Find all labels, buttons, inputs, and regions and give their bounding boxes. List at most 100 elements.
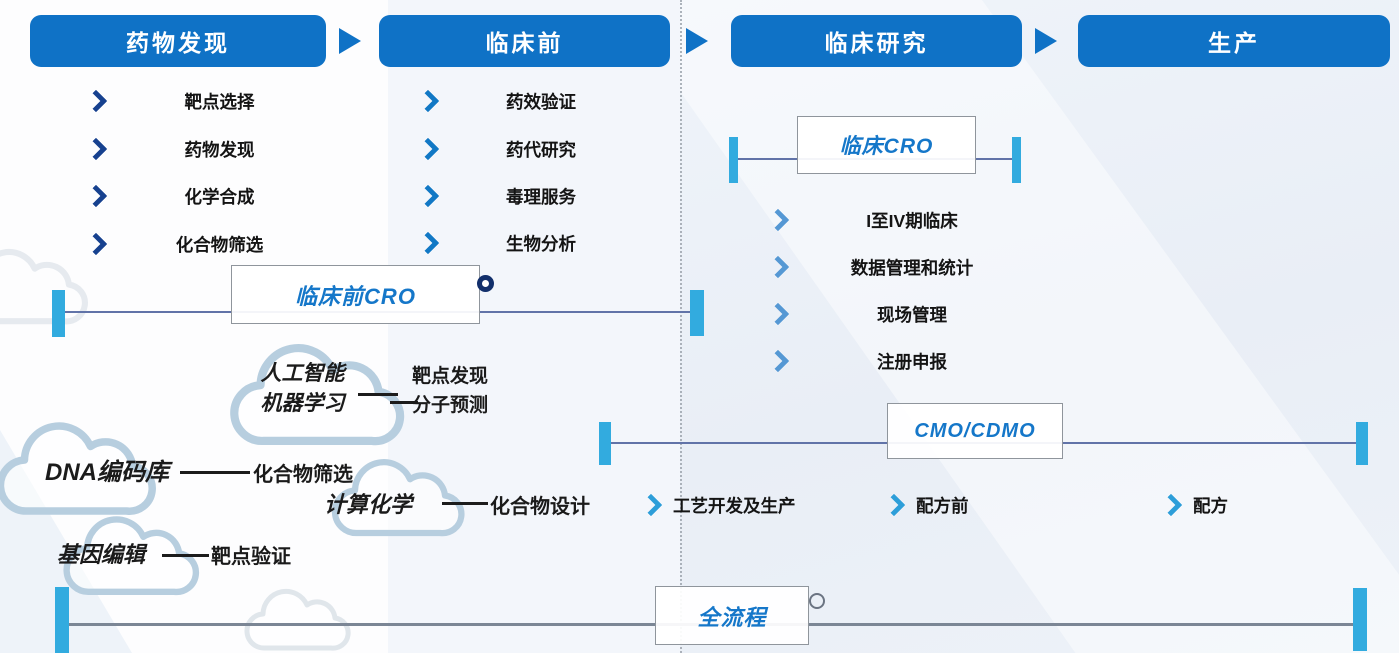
stage-title-discovery: 药物发现	[126, 30, 230, 56]
item-label: 药代研究	[506, 139, 576, 160]
background-preclinical-band	[388, 0, 680, 653]
stage-bar-preclinical: 临床前	[379, 15, 670, 67]
list-item-preclinical-1: 药效验证	[416, 88, 616, 114]
tech-name-geneedit: 基因编辑	[57, 542, 146, 567]
chevron-right-icon	[416, 231, 440, 255]
chevron-right-icon	[84, 137, 108, 161]
list-item-clinical-3: 现场管理	[766, 301, 1018, 327]
tech-link-dash	[180, 471, 250, 474]
chevron-right-icon	[84, 232, 108, 256]
scope-box-preclinical-cro: 临床前CRO	[231, 265, 480, 324]
chevron-right-icon	[766, 302, 790, 326]
tech-application-dna: 化合物筛选	[253, 464, 353, 486]
tech-name-line2: 机器学习	[260, 392, 345, 415]
scope-label-cmo-cdmo: CMO/CDMO	[914, 419, 1036, 442]
scope-cap-left	[599, 422, 611, 465]
tech-name-dna: DNA编码库	[45, 459, 169, 486]
ring-marker-icon	[809, 593, 825, 609]
chevron-right-icon	[1159, 493, 1183, 517]
item-label: 靶点选择	[184, 91, 255, 112]
stage-title-preclinical: 临床前	[485, 30, 564, 56]
cloud-icon-dna	[0, 415, 180, 523]
item-label: 药物发现	[184, 139, 255, 160]
scope-cap-left	[52, 290, 65, 337]
tech-app-line1: 靶点发现	[412, 366, 489, 387]
ring-marker-icon	[477, 275, 494, 292]
tech-application-compchem: 化合物设计	[490, 496, 590, 518]
background-right-panel	[680, 0, 1399, 653]
scope-label-preclinical-cro: 临床前CRO	[295, 283, 416, 309]
cloud-icon-decorative-left	[0, 243, 95, 331]
stage-title-production: 生产	[1208, 30, 1260, 56]
list-item-production-2: 配方前	[882, 492, 969, 518]
chevron-right-icon	[766, 349, 790, 373]
cloud-icon-decorative-bottom	[225, 584, 365, 653]
tech-name-line1: 人工智能	[260, 362, 345, 385]
tech-application-ai: 靶点发现 分子预测	[412, 362, 488, 420]
cloud-icon-geneedit	[38, 510, 218, 602]
tech-application-geneedit: 靶点验证	[211, 546, 291, 568]
scope-cap-right	[1356, 422, 1368, 465]
scope-cap-right	[1353, 588, 1367, 651]
list-item-discovery-1: 靶点选择	[84, 88, 307, 114]
scope-cap-left	[729, 137, 738, 183]
scope-box-clinical-cro: 临床CRO	[797, 116, 976, 174]
chevron-right-icon	[84, 184, 108, 208]
list-item-preclinical-4: 生物分析	[416, 230, 616, 256]
item-label: 注册申报	[877, 351, 947, 372]
scope-cap-left	[55, 587, 69, 653]
scope-cap-right	[1012, 137, 1021, 183]
chevron-right-icon	[882, 493, 906, 517]
item-label: 现场管理	[877, 304, 947, 325]
list-item-discovery-3: 化学合成	[84, 183, 307, 209]
chevron-right-icon	[766, 255, 790, 279]
list-item-discovery-4: 化合物筛选	[84, 231, 307, 257]
tech-name-compchem: 计算化学	[324, 492, 413, 517]
list-item-discovery-2: 药物发现	[84, 136, 307, 162]
stage-bar-production: 生产	[1078, 15, 1390, 67]
item-label: 配方前	[916, 495, 969, 516]
scope-label-full-process: 全流程	[697, 604, 767, 630]
chevron-right-icon	[416, 89, 440, 113]
list-item-preclinical-2: 药代研究	[416, 136, 616, 162]
chevron-right-icon	[416, 184, 440, 208]
tech-link-dash	[442, 502, 488, 505]
cloud-icon-compchem	[305, 453, 485, 543]
chevron-right-icon	[84, 89, 108, 113]
item-label: 化合物筛选	[175, 234, 264, 255]
scope-box-cmo-cdmo: CMO/CDMO	[887, 403, 1063, 459]
section-divider-dotted	[680, 0, 682, 653]
chevron-right-icon	[766, 208, 790, 232]
tech-app-line2: 分子预测	[412, 395, 489, 416]
tech-link-dash	[162, 554, 209, 557]
stage-title-clinical: 临床研究	[824, 30, 929, 56]
stage-bar-clinical: 临床研究	[731, 15, 1022, 67]
item-label: 生物分析	[506, 233, 576, 254]
stage-arrow-icon-1	[339, 28, 361, 54]
tech-link-dash	[358, 393, 398, 396]
item-label: 毒理服务	[506, 186, 576, 207]
stage-arrow-icon-2	[686, 28, 708, 54]
item-label: 工艺开发及生产	[673, 495, 796, 516]
stage-arrow-icon-3	[1035, 28, 1057, 54]
cloud-icon-ai	[188, 336, 438, 454]
list-item-production-3: 配方	[1159, 492, 1228, 518]
scope-box-full-process: 全流程	[655, 586, 809, 645]
chevron-right-icon	[416, 137, 440, 161]
chevron-right-icon	[639, 493, 663, 517]
list-item-preclinical-3: 毒理服务	[416, 183, 616, 209]
scope-cap-right	[690, 290, 704, 336]
list-item-clinical-1: I至IV期临床	[766, 207, 1018, 233]
item-label: 配方	[1193, 495, 1228, 516]
item-label: 数据管理和统计	[850, 257, 974, 278]
tech-name-ai: 人工智能 机器学习	[230, 359, 375, 419]
scope-label-clinical-cro: 临床CRO	[839, 135, 934, 158]
tech-link-dash	[390, 401, 418, 404]
list-item-clinical-4: 注册申报	[766, 348, 1018, 374]
item-label: I至IV期临床	[866, 210, 958, 231]
list-item-clinical-2: 数据管理和统计	[766, 254, 1018, 280]
item-label: 药效验证	[506, 91, 576, 112]
list-item-production-1: 工艺开发及生产	[639, 492, 796, 518]
stage-bar-discovery: 药物发现	[30, 15, 326, 67]
